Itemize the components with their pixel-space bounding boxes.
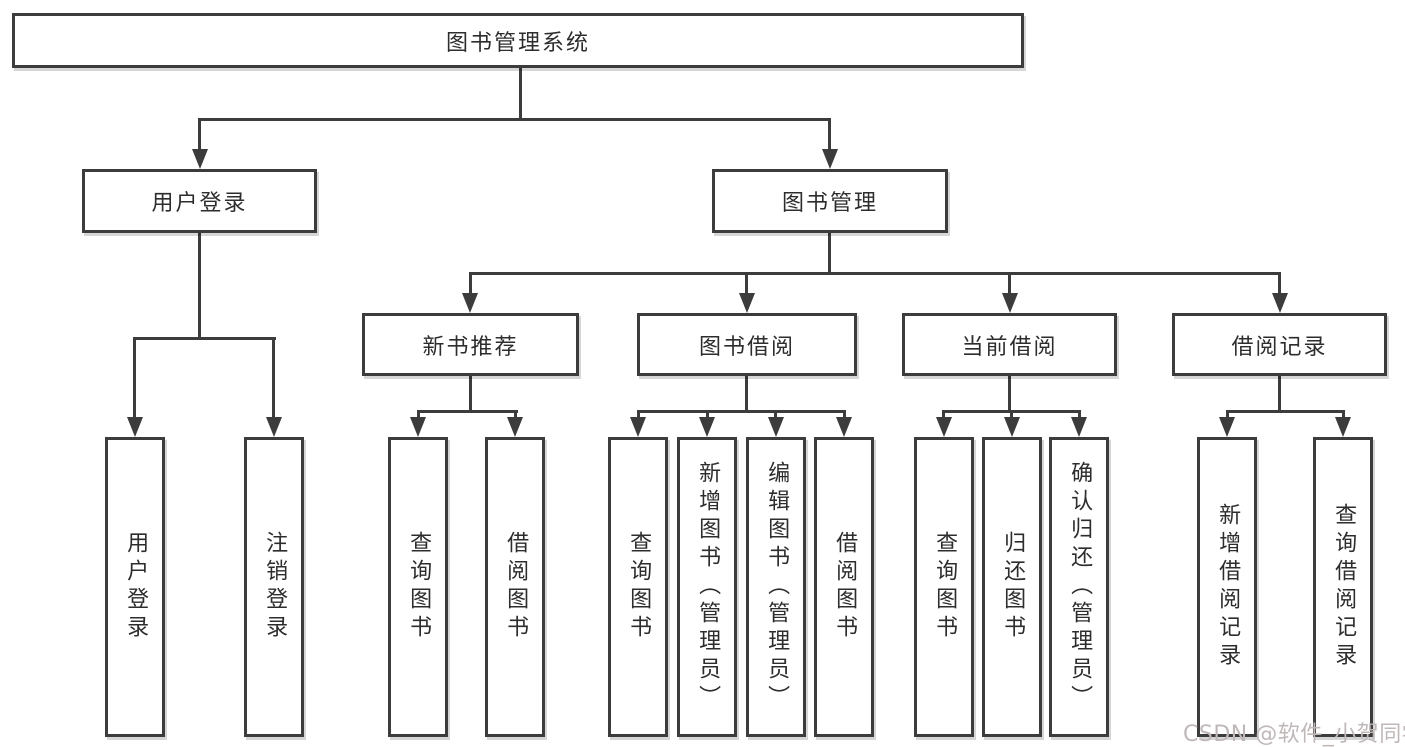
leaf-label: 查询借阅记录 xyxy=(1331,503,1357,671)
arrow-down-icon xyxy=(462,293,478,313)
leaf-newbook-borrow-books: 借阅图书 xyxy=(485,437,545,737)
connector-drop-leaf xyxy=(1226,410,1229,419)
connector-root-hline xyxy=(198,118,831,121)
node-book-borrowing: 图书借阅 xyxy=(637,313,857,376)
connector-drop-node xyxy=(745,272,748,295)
connector-drop-user-login xyxy=(198,118,201,152)
watermark-text: CSDN @软件_小贺同学 xyxy=(1183,722,1405,747)
connector-book-management-hline xyxy=(469,272,1281,275)
node-current-borrowing: 当前借阅 xyxy=(902,313,1117,376)
leaf-label: 借阅图书 xyxy=(832,531,858,643)
leaf-label: 用户登录 xyxy=(123,531,149,643)
leaf-logout-login: 注销登录 xyxy=(244,437,304,737)
connector-drop-node xyxy=(469,272,472,295)
connector-borrowing-hline xyxy=(637,410,846,413)
connector-root-stem xyxy=(519,68,522,121)
arrow-down-icon xyxy=(127,417,143,437)
connector-drop-node xyxy=(1008,272,1011,295)
node-label: 用户登录 xyxy=(151,191,248,216)
leaf-label: 确认归还（管理员） xyxy=(1067,461,1093,713)
leaf-borrowing-borrow-books: 借阅图书 xyxy=(814,437,874,737)
arrow-down-icon xyxy=(739,293,755,313)
connector-drop-leaf xyxy=(706,410,709,419)
arrow-down-icon xyxy=(699,417,715,437)
node-user-login: 用户登录 xyxy=(82,169,317,233)
leaf-label: 注销登录 xyxy=(262,531,288,643)
node-label: 图书借阅 xyxy=(698,334,795,360)
connector-drop-leaf xyxy=(843,410,846,419)
arrow-down-icon xyxy=(1219,417,1235,437)
connector-records-hline xyxy=(1226,410,1345,413)
connector-drop-leaf xyxy=(1342,410,1345,419)
connector-drop-leaf xyxy=(942,410,945,419)
connector-drop-leaf xyxy=(133,337,136,419)
connector-current-stem xyxy=(1008,376,1011,413)
arrow-down-icon xyxy=(1004,417,1020,437)
node-label: 新书推荐 xyxy=(422,334,519,360)
connector-drop-leaf xyxy=(514,410,517,419)
leaf-label: 查询图书 xyxy=(406,531,432,643)
connector-user-login-stem xyxy=(198,233,201,340)
node-book-management: 图书管理 xyxy=(712,169,948,233)
arrow-down-icon xyxy=(768,417,784,437)
connector-records-stem xyxy=(1278,376,1281,413)
leaf-borrowing-query-books: 查询图书 xyxy=(608,437,668,737)
connector-newbook-stem xyxy=(469,376,472,413)
connector-drop-book-management xyxy=(828,118,831,152)
connector-drop-leaf xyxy=(272,337,275,419)
leaf-current-return-books: 归还图书 xyxy=(982,437,1042,737)
node-library-management-system: 图书管理系统 xyxy=(12,13,1024,68)
leaf-user-login: 用户登录 xyxy=(105,437,165,737)
connector-newbook-hline xyxy=(417,410,518,413)
leaf-borrowing-edit-books-admin: 编辑图书（管理员） xyxy=(746,437,806,737)
leaf-current-confirm-return-admin: 确认归还（管理员） xyxy=(1049,437,1109,737)
arrow-down-icon xyxy=(1002,293,1018,313)
connector-drop-leaf xyxy=(637,410,640,419)
leaf-label: 编辑图书（管理员） xyxy=(764,461,790,713)
connector-drop-leaf xyxy=(1010,410,1013,419)
node-label: 图书管理 xyxy=(781,191,878,216)
node-label: 当前借阅 xyxy=(961,334,1058,360)
connector-borrowing-stem xyxy=(745,376,748,413)
connector-book-management-stem xyxy=(828,233,831,275)
arrow-down-icon xyxy=(410,417,426,437)
leaf-label: 归还图书 xyxy=(1000,531,1026,643)
arrow-down-icon xyxy=(630,417,646,437)
arrow-down-icon xyxy=(836,417,852,437)
arrow-down-icon xyxy=(266,417,282,437)
arrow-down-icon xyxy=(1335,417,1351,437)
arrow-down-icon xyxy=(1071,417,1087,437)
node-label: 借阅记录 xyxy=(1231,334,1328,360)
arrow-down-icon xyxy=(822,149,838,169)
node-label: 图书管理系统 xyxy=(445,30,590,56)
leaf-records-query-borrow-record: 查询借阅记录 xyxy=(1313,437,1373,737)
leaf-label: 查询图书 xyxy=(932,531,958,643)
leaf-newbook-query-books: 查询图书 xyxy=(388,437,448,737)
connector-drop-node xyxy=(1278,272,1281,295)
connector-user-login-hline xyxy=(133,337,276,340)
leaf-label: 查询图书 xyxy=(626,531,652,643)
node-new-book-recommendation: 新书推荐 xyxy=(362,313,579,376)
leaf-records-add-borrow-record: 新增借阅记录 xyxy=(1197,437,1257,737)
arrow-down-icon xyxy=(507,417,523,437)
arrow-down-icon xyxy=(936,417,952,437)
leaf-current-query-books: 查询图书 xyxy=(914,437,974,737)
arrow-down-icon xyxy=(192,149,208,169)
leaf-borrowing-add-books-admin: 新增图书（管理员） xyxy=(677,437,737,737)
connector-drop-leaf xyxy=(417,410,420,419)
connector-drop-leaf xyxy=(774,410,777,419)
arrow-down-icon xyxy=(1272,293,1288,313)
node-borrowing-records: 借阅记录 xyxy=(1172,313,1387,376)
leaf-label: 新增借阅记录 xyxy=(1215,503,1241,671)
connector-drop-leaf xyxy=(1078,410,1081,419)
leaf-label: 新增图书（管理员） xyxy=(695,461,721,713)
leaf-label: 借阅图书 xyxy=(503,531,529,643)
